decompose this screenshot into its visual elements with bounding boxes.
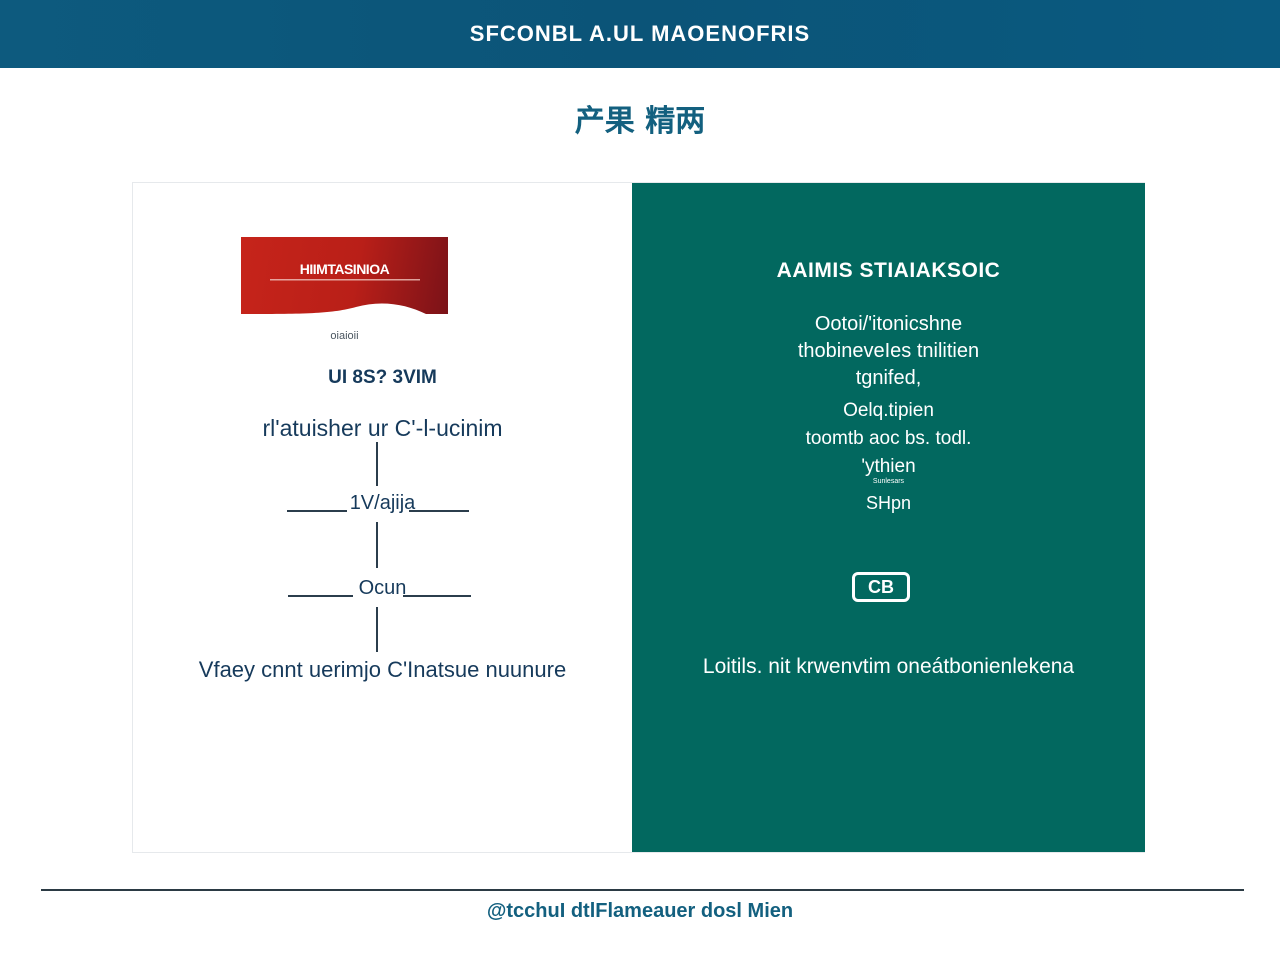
left-heading: UI 8S? 3VIM [328, 367, 437, 388]
right-block-line-1: Ootoi/'itonicshne [814, 313, 963, 335]
logo-caption: oiaioii [330, 330, 359, 342]
right-panel: AAIMIS STIAIAKSOIC Ootoi/'itonicshne tho… [632, 183, 1145, 852]
flow-rule-2-left [288, 595, 353, 597]
flow-rule-1-left [287, 510, 347, 512]
bottom-divider [41, 889, 1244, 891]
right-panel-block: Ootoi/'itonicshne thobineveIes tnilitien… [632, 311, 1145, 392]
right-block2-line-2: toomtb aoc bs. todl. [805, 428, 972, 449]
right-block2-line-1: Oelq.tipien [843, 400, 934, 421]
right-panel-block-2: Oelq.tipien toomtb aoc bs. todl. 'ythien [632, 397, 1145, 481]
content-card: HIIMTASINIOA oiaioii UI 8S? 3VIM rl'atui… [132, 182, 1145, 853]
page-subtitle: 产果 精两 [574, 104, 706, 139]
flow-node-2: Ocun [358, 577, 407, 599]
flow-node-1: 1V/ajija [349, 492, 416, 514]
top-header-bar: SFCONBL A.UL MAOENOFRIS [0, 0, 1280, 68]
right-small-text: Sunlesars [872, 478, 905, 485]
logo-wave-shape [241, 303, 448, 322]
logo-subline-dots [269, 279, 420, 281]
flow-rule-1-right [409, 510, 469, 512]
bottom-credit: @tcchuI dtlFlameauer dosl Mien [486, 900, 794, 922]
flow-connector-2 [376, 522, 378, 568]
right-block-line-2: thobineveIes tnilitien [797, 340, 980, 362]
logo-subline [241, 278, 448, 284]
card-icon: CB [852, 572, 910, 602]
flow-connector-1 [376, 442, 378, 486]
left-footer-text: Vfaey cnnt uerimjo C'Inatsue nuunure [198, 657, 567, 682]
right-block-line-3: tgnifed, [855, 367, 922, 389]
flow-rule-2-right [403, 595, 471, 597]
right-block2-line-3: 'ythien [861, 456, 916, 477]
flow-connector-3 [376, 607, 378, 652]
left-panel: HIIMTASINIOA oiaioii UI 8S? 3VIM rl'atui… [133, 183, 632, 852]
right-signature: SHpn [865, 493, 912, 513]
right-panel-title: AAIMIS STIAIAKSOIC [776, 259, 1001, 282]
logo-text: HIIMTASINIOA [299, 261, 390, 277]
left-line-1: rl'atuisher ur C'-l-ucinim [262, 415, 503, 441]
brand-logo-badge: HIIMTASINIOA [241, 237, 448, 322]
right-footer-text: Loitils. nit krwenvtim oneátbonienlekena [702, 655, 1075, 678]
page-header-title: SFCONBL A.UL MAOENOFRIS [469, 21, 811, 46]
